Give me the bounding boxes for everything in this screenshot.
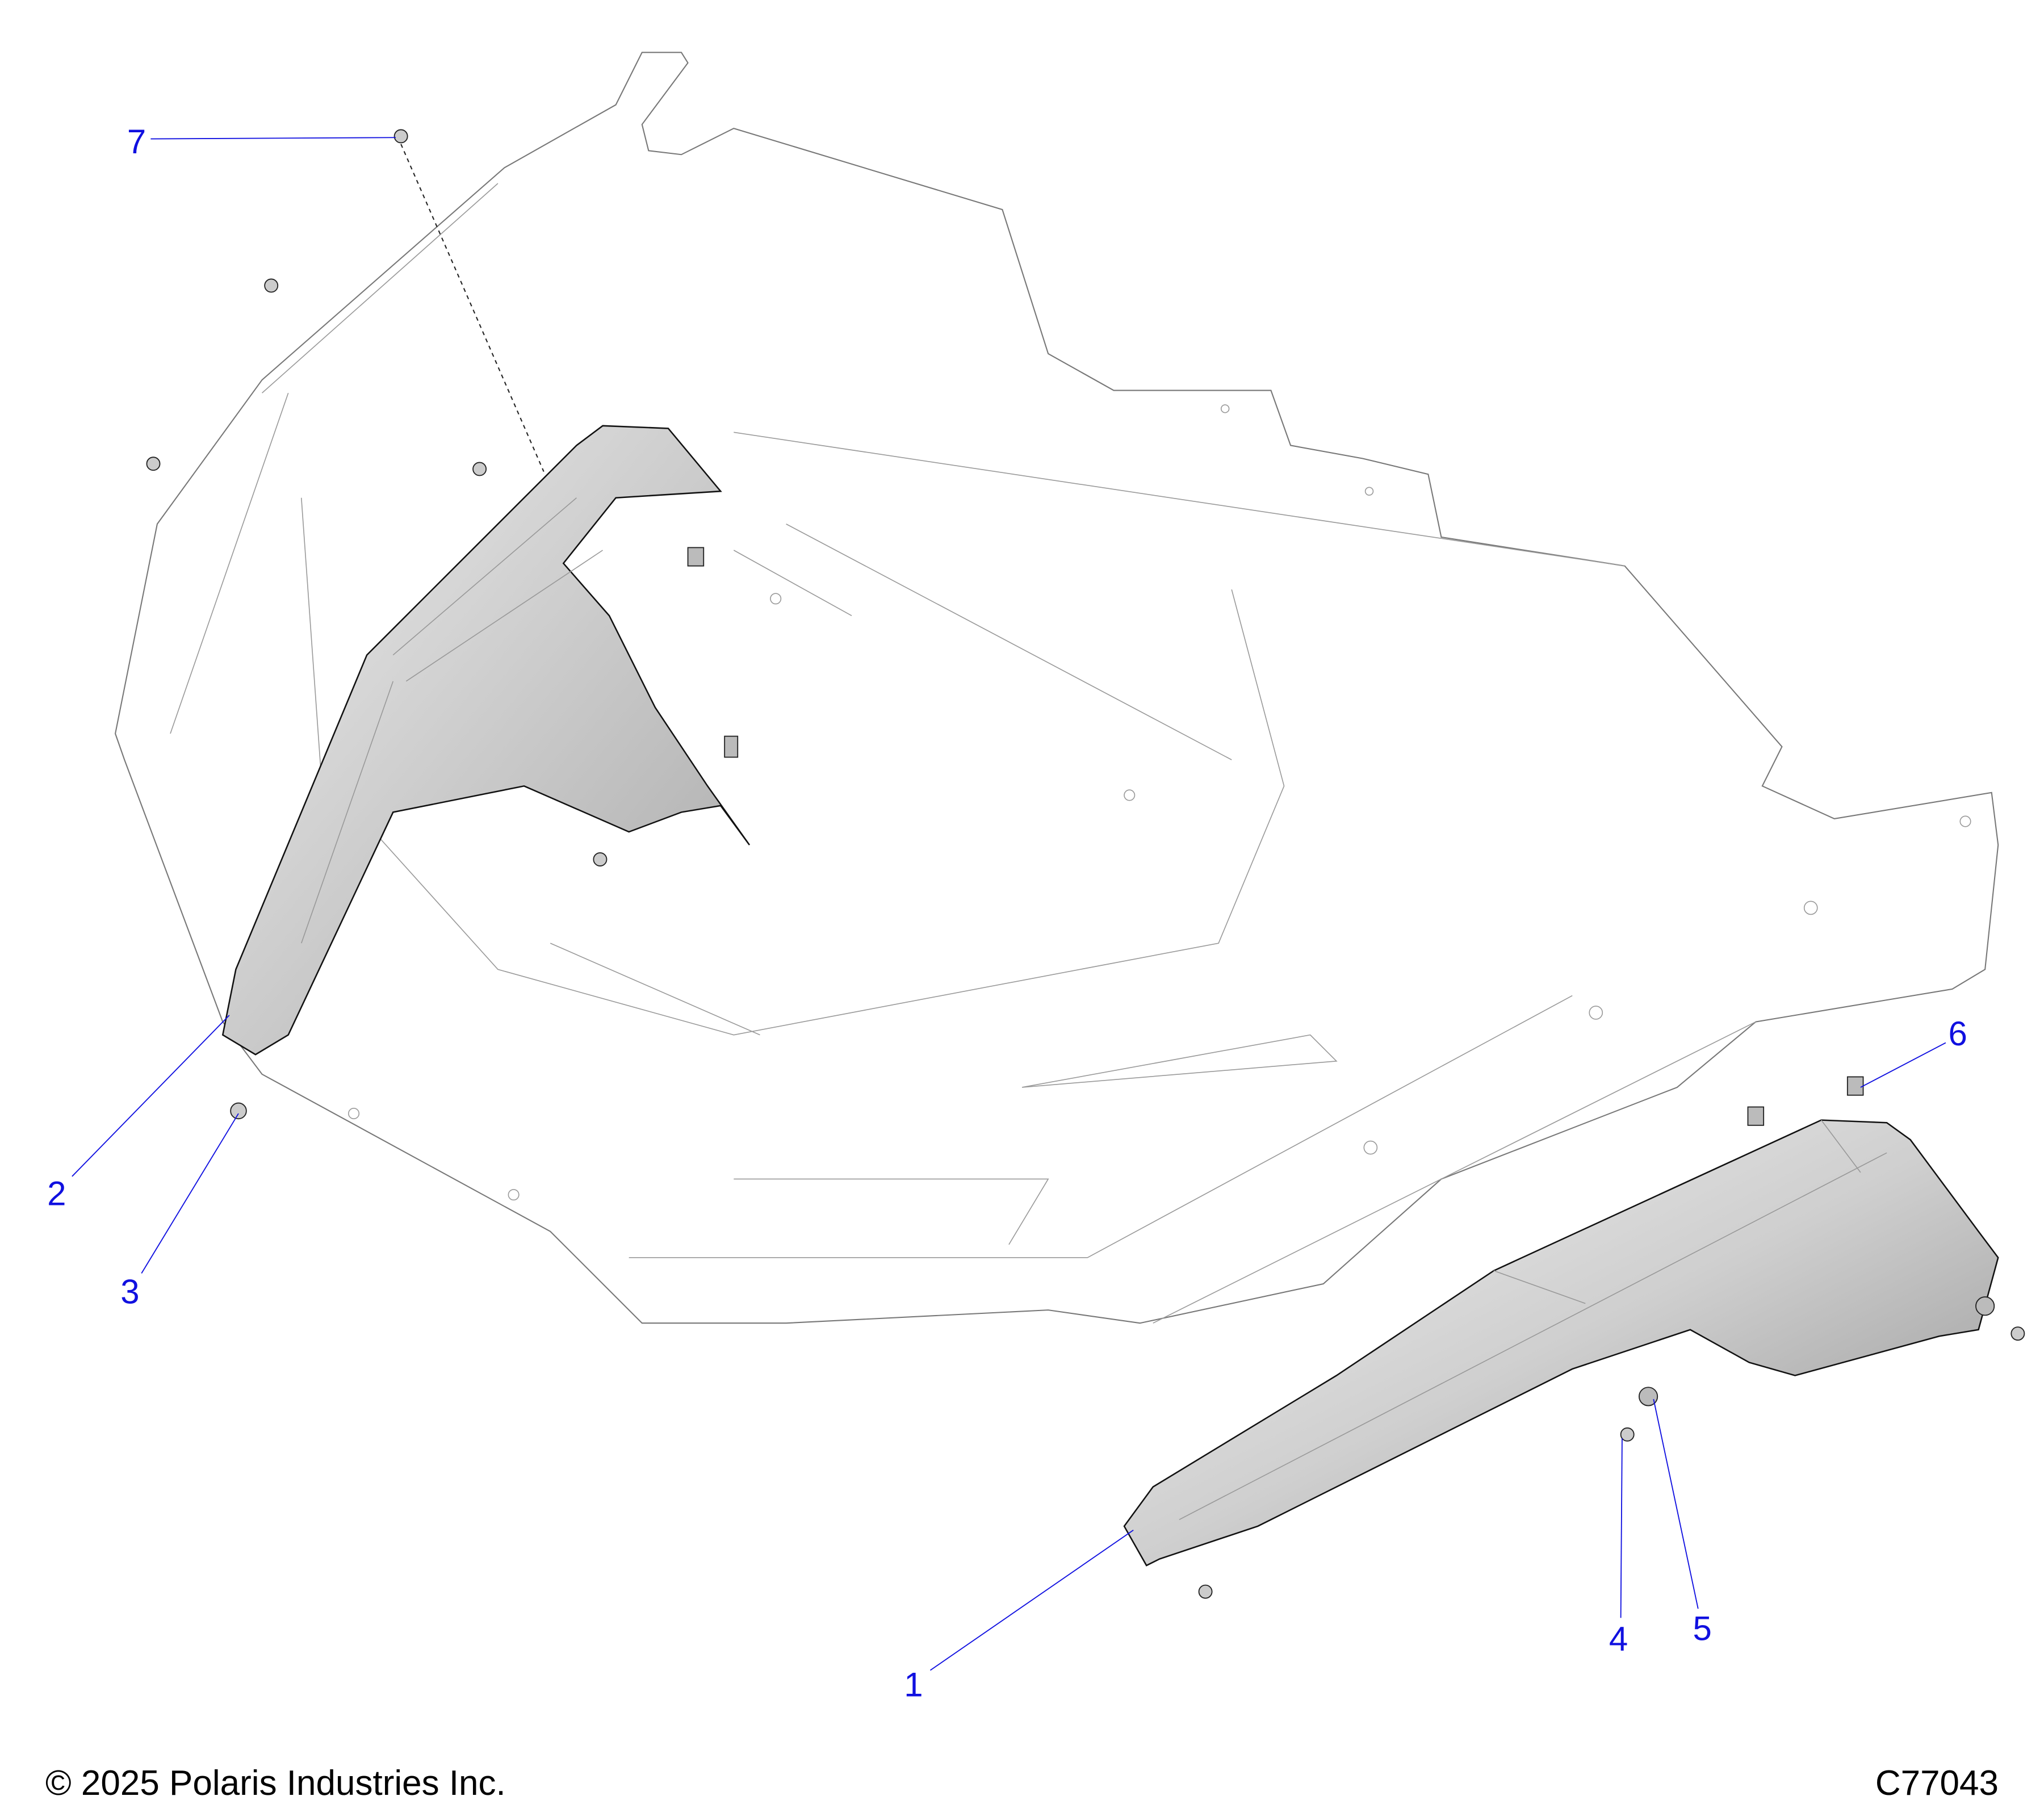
fasteners [146,129,2025,1599]
part-2-panel [221,425,751,1056]
callout-1: 1 [904,1666,923,1704]
callout-6: 6 [1949,1015,1967,1053]
leader-lines [72,137,1946,1671]
callout-5: 5 [1693,1610,1712,1648]
callout-3: 3 [120,1273,139,1311]
drawing-number: C77043 [1875,1764,1999,1803]
callout-7: 7 [127,123,146,161]
copyright-notice: © 2025 Polaris Industries Inc. [45,1764,506,1803]
callout-4: 4 [1609,1620,1628,1658]
callout-2: 2 [47,1175,66,1213]
part-1-panel [1123,1119,1999,1567]
